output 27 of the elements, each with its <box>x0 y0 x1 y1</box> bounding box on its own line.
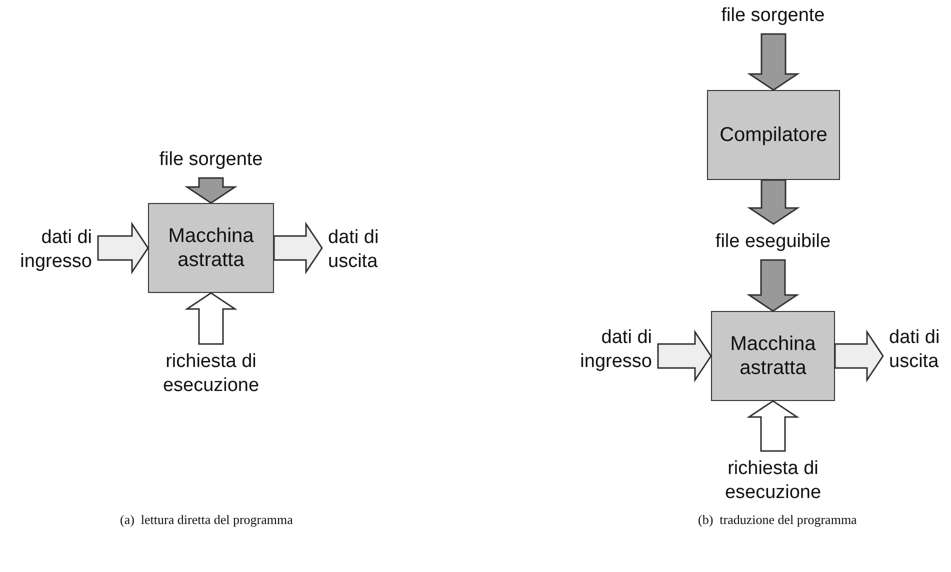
block-arrow <box>747 33 800 91</box>
process-box <box>707 90 840 180</box>
block-arrow <box>746 259 800 312</box>
process-box <box>148 203 274 293</box>
block-arrow <box>657 330 712 382</box>
block-arrow <box>184 292 238 345</box>
process-box <box>711 311 835 401</box>
box-label: Macchina astratta <box>729 332 817 380</box>
flow-label: dati di ingresso <box>560 326 652 374</box>
block-arrow <box>184 177 238 204</box>
flow-label: dati di uscita <box>889 326 951 374</box>
block-arrow <box>834 330 884 382</box>
block-arrow <box>746 400 800 452</box>
box-label: Compilatore <box>718 123 828 147</box>
box-label: Macchina astratta <box>167 224 255 272</box>
flow-label: file eseguibile <box>703 230 843 254</box>
block-arrow <box>97 222 149 274</box>
flow-label: file sorgente <box>713 4 833 28</box>
flow-label: richiesta di esecuzione <box>713 457 833 507</box>
figure-caption: (b) traduzione del programma <box>698 512 857 528</box>
flow-label: dati di ingresso <box>0 226 92 274</box>
flow-label: richiesta di esecuzione <box>151 350 271 400</box>
figure-caption: (a) lettura diretta del programma <box>120 512 293 528</box>
block-arrow <box>747 179 800 225</box>
flow-label: dati di uscita <box>328 226 408 274</box>
flow-label: file sorgente <box>151 148 271 172</box>
block-arrow <box>273 222 323 274</box>
